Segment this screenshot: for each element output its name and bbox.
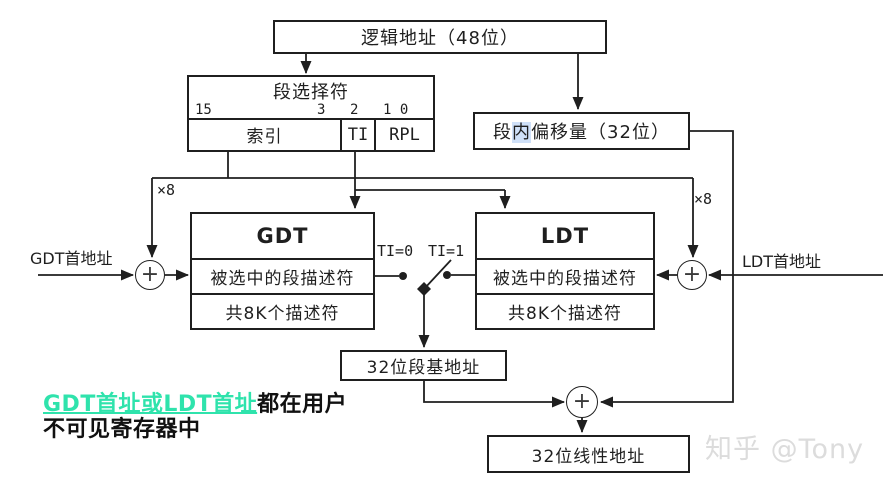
times8-right-label: ×8 xyxy=(694,190,713,208)
rpl-cell: RPL xyxy=(374,119,433,150)
plus-icon: + xyxy=(140,262,160,287)
segment-selector-box: 段选择符 15 3 2 1 0 索引 TI RPL xyxy=(187,75,435,152)
wire-segbase-to-adder xyxy=(423,381,565,408)
gdt-title: GDT xyxy=(256,224,309,249)
plus-icon: + xyxy=(682,262,702,287)
ldt-title: LDT xyxy=(540,224,590,249)
selector-fields-row: 索引 TI RPL xyxy=(189,117,433,150)
linear-address-box: 32位线性地址 xyxy=(487,435,690,473)
note-rest-line1: 都在用户 xyxy=(257,392,348,417)
note-text: GDT首址或LDT首址都在用户 不可见寄存器中 xyxy=(43,392,347,442)
ldt-base-label: LDT首地址 xyxy=(742,252,822,271)
rpl-label: RPL xyxy=(389,124,420,145)
bit-label-2: 2 xyxy=(350,101,359,118)
selector-header: 段选择符 15 3 2 1 0 xyxy=(189,77,433,118)
segment-base-box: 32位段基地址 xyxy=(340,350,507,381)
switch-contact-ti0-icon xyxy=(399,272,407,280)
times8-left-label: ×8 xyxy=(157,181,176,199)
index-label: 索引 xyxy=(246,127,283,148)
ldt-selected-descriptor-row: 被选中的段描述符 xyxy=(477,258,653,293)
note-highlight: GDT首址或LDT首址 xyxy=(43,392,258,417)
watermark: 知乎 @Tony xyxy=(705,434,865,465)
index-cell: 索引 xyxy=(189,120,340,150)
switch-contact-ti1-icon xyxy=(443,271,451,279)
gdt-base-label: GDT首地址 xyxy=(30,249,113,268)
plus-icon: + xyxy=(572,389,592,414)
ldt-box: LDT 被选中的段描述符 共8K个描述符 xyxy=(475,212,655,330)
bit-label-15: 15 xyxy=(195,101,212,118)
offset-label-pre: 段 xyxy=(493,122,513,143)
offset-label: 段内偏移量（32位） xyxy=(493,118,670,144)
gdt-descriptor-count-row: 共8K个描述符 xyxy=(192,293,373,328)
note-line2: 不可见寄存器中 xyxy=(43,417,201,442)
switch-pivot-icon xyxy=(417,282,431,296)
ti1-label: TI=1 xyxy=(428,242,465,260)
offset-box: 段内偏移量（32位） xyxy=(473,112,690,150)
selector-title: 段选择符 xyxy=(273,82,349,103)
switch-blade xyxy=(423,259,452,290)
offset-label-highlighted: 内 xyxy=(512,122,532,143)
gdt-box: GDT 被选中的段描述符 共8K个描述符 xyxy=(190,212,375,330)
bit-label-1-0: 1 0 xyxy=(383,101,409,118)
linear-address-label: 32位线性地址 xyxy=(531,446,646,467)
logical-address-box: 逻辑地址（48位） xyxy=(273,20,607,54)
ti-label: TI xyxy=(347,124,369,145)
segment-base-label: 32位段基地址 xyxy=(366,358,481,378)
offset-label-post: 偏移量（32位） xyxy=(531,122,670,143)
ldt-descriptor-count-row: 共8K个描述符 xyxy=(477,293,653,328)
left-adder: + xyxy=(135,260,165,290)
bit-label-3: 3 xyxy=(317,101,326,118)
right-adder: + xyxy=(677,260,707,290)
ti0-label: TI=0 xyxy=(377,242,414,260)
gdt-selected-descriptor-row: 被选中的段描述符 xyxy=(192,258,373,293)
ti-cell: TI xyxy=(340,119,374,150)
bottom-adder: + xyxy=(566,386,598,418)
logical-address-label: 逻辑地址（48位） xyxy=(361,28,519,49)
